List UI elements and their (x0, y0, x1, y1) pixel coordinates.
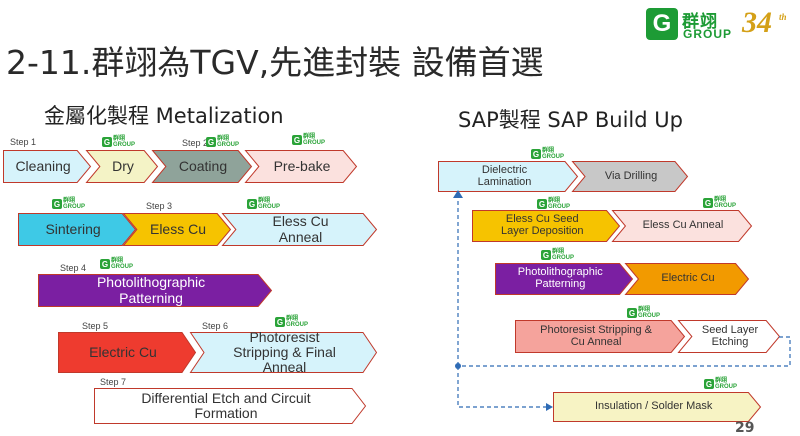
chevron-shape (122, 213, 232, 246)
chevron-shape (18, 213, 137, 246)
chevron-sintering: Sintering (18, 213, 137, 246)
chevron-dry: Dry (85, 150, 159, 183)
chevron-sintering-label: Sintering (45, 220, 101, 237)
chevron-via: Via Drilling (571, 161, 689, 192)
anniversary-suffix: th (779, 12, 787, 22)
anniversary-years: 34 (742, 6, 772, 39)
step-4-label: Step 4 (60, 263, 87, 273)
chevron-eless-anneal: Eless Cu Anneal (611, 210, 753, 242)
sap-heading: SAP製程 SAP Build Up (458, 108, 683, 132)
step-5-label: Step 5 (82, 321, 109, 331)
chevron-coating: Coating (151, 150, 253, 183)
step-2-label: Step 2 (182, 138, 209, 148)
brand-logo: G 群翊 GROUP 34 th (646, 6, 796, 46)
chevron-shape (571, 161, 689, 192)
chevron-shape (515, 320, 686, 353)
chevron-shape (85, 150, 159, 183)
chevron-eless-cu: Eless Cu (122, 213, 232, 246)
step-7-label: Step 7 (100, 377, 127, 387)
group-logo-icon: G (646, 8, 678, 40)
chevron-shape (94, 388, 367, 424)
chevron-shape (611, 210, 753, 242)
step-1-label: Step 1 (10, 137, 37, 147)
loop-return-line (458, 336, 791, 367)
chevron-shape (495, 263, 634, 295)
chevron-shape (189, 332, 378, 373)
metalization-heading: 金屬化製程 Metalization (44, 104, 284, 128)
chevron-cleaning-label: Cleaning (15, 157, 71, 174)
chevron-dry-label: Dry (112, 157, 134, 174)
chevron-shape (244, 150, 358, 183)
page-number: 29 (735, 420, 755, 436)
chevron-shape (624, 263, 750, 295)
junction-dot (455, 363, 461, 369)
chevron-sap-photoresist-label: Photoresist Stripping &Cu Anneal (540, 323, 653, 348)
chevron-shape (677, 320, 781, 353)
chevron-electric-cu-label: Electric Cu (89, 343, 157, 360)
chevron-shape (472, 210, 621, 242)
step-3-label: Step 3 (146, 201, 173, 211)
arrow-up-icon (453, 190, 463, 198)
chevron-shape (38, 274, 273, 307)
chevron-sap-electric-cu-label: Electric Cu (661, 272, 715, 285)
page-title: 2-11.群翊為TGV,先進封裝 設備首選 (6, 43, 544, 82)
chevron-eless-anneal-label: Eless Cu Anneal (642, 219, 724, 232)
chevron-insulation-label: Insulation / Solder Mask (595, 400, 713, 413)
loop-down-line (457, 366, 548, 408)
arrow-right-icon (546, 403, 553, 411)
chevron-shape (221, 213, 378, 246)
chevron-shape (151, 150, 253, 183)
chevron-shape (3, 150, 92, 183)
chevron-prebake-label: Pre-bake (273, 157, 331, 174)
chevron-via-label: Via Drilling (604, 169, 658, 182)
chevron-shape (58, 332, 197, 373)
chevron-sap-electric-cu: Electric Cu (624, 263, 750, 295)
chevron-shape (553, 392, 762, 422)
chevron-prebake: Pre-bake (244, 150, 358, 183)
chevron-shape (438, 161, 579, 192)
brand-name-en: GROUP (683, 27, 733, 41)
chevron-insulation: Insulation / Solder Mask (553, 392, 762, 422)
chevron-eless-cu-label: Eless Cu (149, 220, 207, 237)
chevron-coating-label: Coating (178, 157, 228, 174)
brand-name-cn: 群翊 (682, 12, 718, 32)
chevron-cleaning: Cleaning (3, 150, 92, 183)
step-6-label: Step 6 (202, 321, 229, 331)
chevron-sap-photoresist: Photoresist Stripping &Cu Anneal (515, 320, 686, 353)
chevron-electric-cu: Electric Cu (58, 332, 197, 373)
